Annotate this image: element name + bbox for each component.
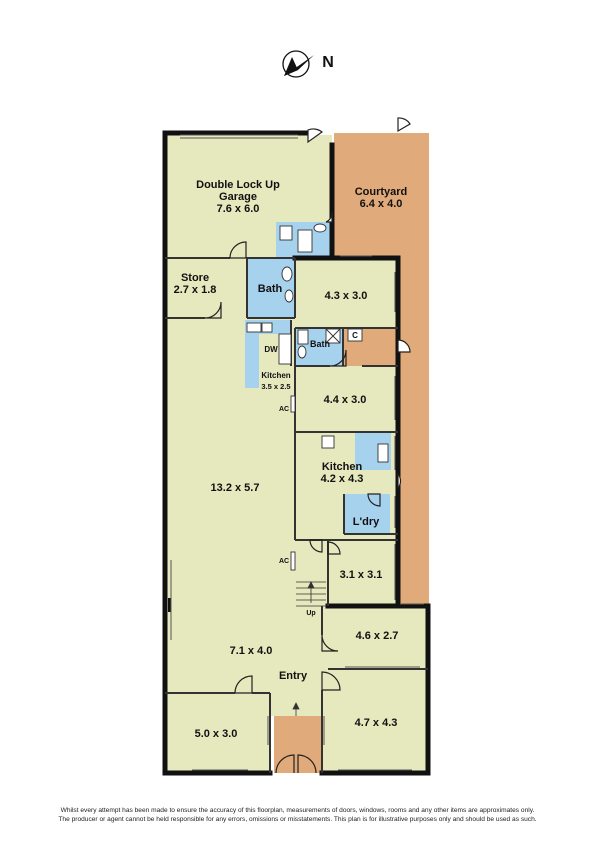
bed-c-dims: 3.1 x 3.1 [340,569,383,581]
windows [170,134,424,771]
bed-f-dims: 4.7 x 4.3 [355,717,398,729]
door-bed-f [321,671,341,691]
door-front-left [275,754,295,774]
bath1-toilet-icon [281,266,293,282]
cupboard-label: C [352,331,358,340]
entry-name: Entry [279,670,308,682]
dw-label: DW [264,345,278,354]
door-kitchen-side [397,472,402,490]
courtyard-name: Courtyard [355,186,408,198]
laundry-name: L'dry [353,516,380,528]
compass-needle-tail [284,57,298,76]
stair-arrow-head [307,581,315,589]
store-name: Store [181,272,209,284]
room-labels: Double Lock Up Garage 7.6 x 6.0 Courtyar… [174,179,408,740]
kitchen2-cooktop-icon [246,322,262,333]
stairs [292,581,326,716]
main-room-dims: 13.2 x 5.7 [211,482,260,494]
store-fill [165,258,247,318]
compass-north-label: N [322,54,334,71]
disclaimer-line-2: The producer or agent cannot be held res… [58,816,537,823]
bath1-name: Bath [258,283,283,295]
porch-arrow-head [292,702,300,710]
cupboard-box [347,328,363,342]
door-bed-b [329,349,347,367]
disclaimer: Whilst every attempt has been made to en… [10,806,585,824]
compass-circle [282,50,310,78]
bath1-basin-icon [284,289,294,303]
door-store [204,301,222,319]
garage-toilet-icon [297,229,313,253]
store-dims: 2.7 x 1.8 [174,284,217,296]
bed-a-fill [295,258,398,328]
kitchen2-side-bench-fill [245,320,259,388]
bath2-name: Bath [310,339,330,349]
bath2-shower-cross-2 [325,328,341,344]
doors [204,117,411,774]
door-courtyard-side [397,339,411,353]
door-laundry [367,493,381,507]
interior-walls [165,257,428,773]
courtyard-dims: 6.4 x 4.0 [360,198,403,210]
disclaimer-line-1: Whilst every attempt has been made to en… [60,807,535,814]
garage-name-line1: Double Lock Up [196,179,280,191]
bed-a-dims: 4.3 x 3.0 [325,290,368,302]
wall-marker [168,598,171,612]
bed-e-fill [165,693,270,773]
bed-b-dims: 4.4 x 3.0 [324,394,367,406]
bed-d-dims: 4.6 x 2.7 [356,630,399,642]
bed-d-fill [328,606,428,669]
door-garage-top [307,128,323,144]
ac-unit-1-icon [290,395,296,413]
kitchen2-dims: 3.5 x 2.5 [261,382,290,391]
bed-b-fill [295,366,398,432]
door-front-right [297,754,317,774]
garage-basin-icon [313,223,327,233]
kitchen-sink-icon [377,443,389,463]
door-bed-c [327,541,341,555]
compass: N [282,50,334,78]
kitchen2-dw-box [278,333,292,365]
kitchen2-name: Kitchen [261,371,290,380]
bed-e-dims: 5.0 x 3.0 [195,728,238,740]
garage-sink-icon [279,225,293,241]
garage-name-line2: Garage [219,191,257,203]
kitchen2-sink-icon [261,322,273,333]
door-courtyard-top [397,117,411,133]
door-kitchen-bottom [309,539,323,553]
stairs-label: Up [306,610,315,617]
fixtures [246,223,389,571]
kitchen-cooktop-icon [321,435,335,449]
laundry-fill [344,494,390,534]
entry-fill [270,606,330,716]
ac-unit-2-icon [290,551,296,571]
door-bed-d [321,634,339,652]
door-garage-wc [325,211,333,223]
bath2-basin-icon [297,345,307,359]
living-dims: 7.1 x 4.0 [230,645,273,657]
garage-dims: 7.6 x 6.0 [217,203,260,215]
ac1-label: AC [279,406,289,413]
door-garage-store [229,241,247,259]
door-bed-e [234,675,253,694]
kitchen-dims: 4.2 x 4.3 [321,473,364,485]
ac2-label: AC [279,558,289,565]
kitchen-name: Kitchen [322,461,363,473]
bath2-toilet-icon [297,329,309,345]
